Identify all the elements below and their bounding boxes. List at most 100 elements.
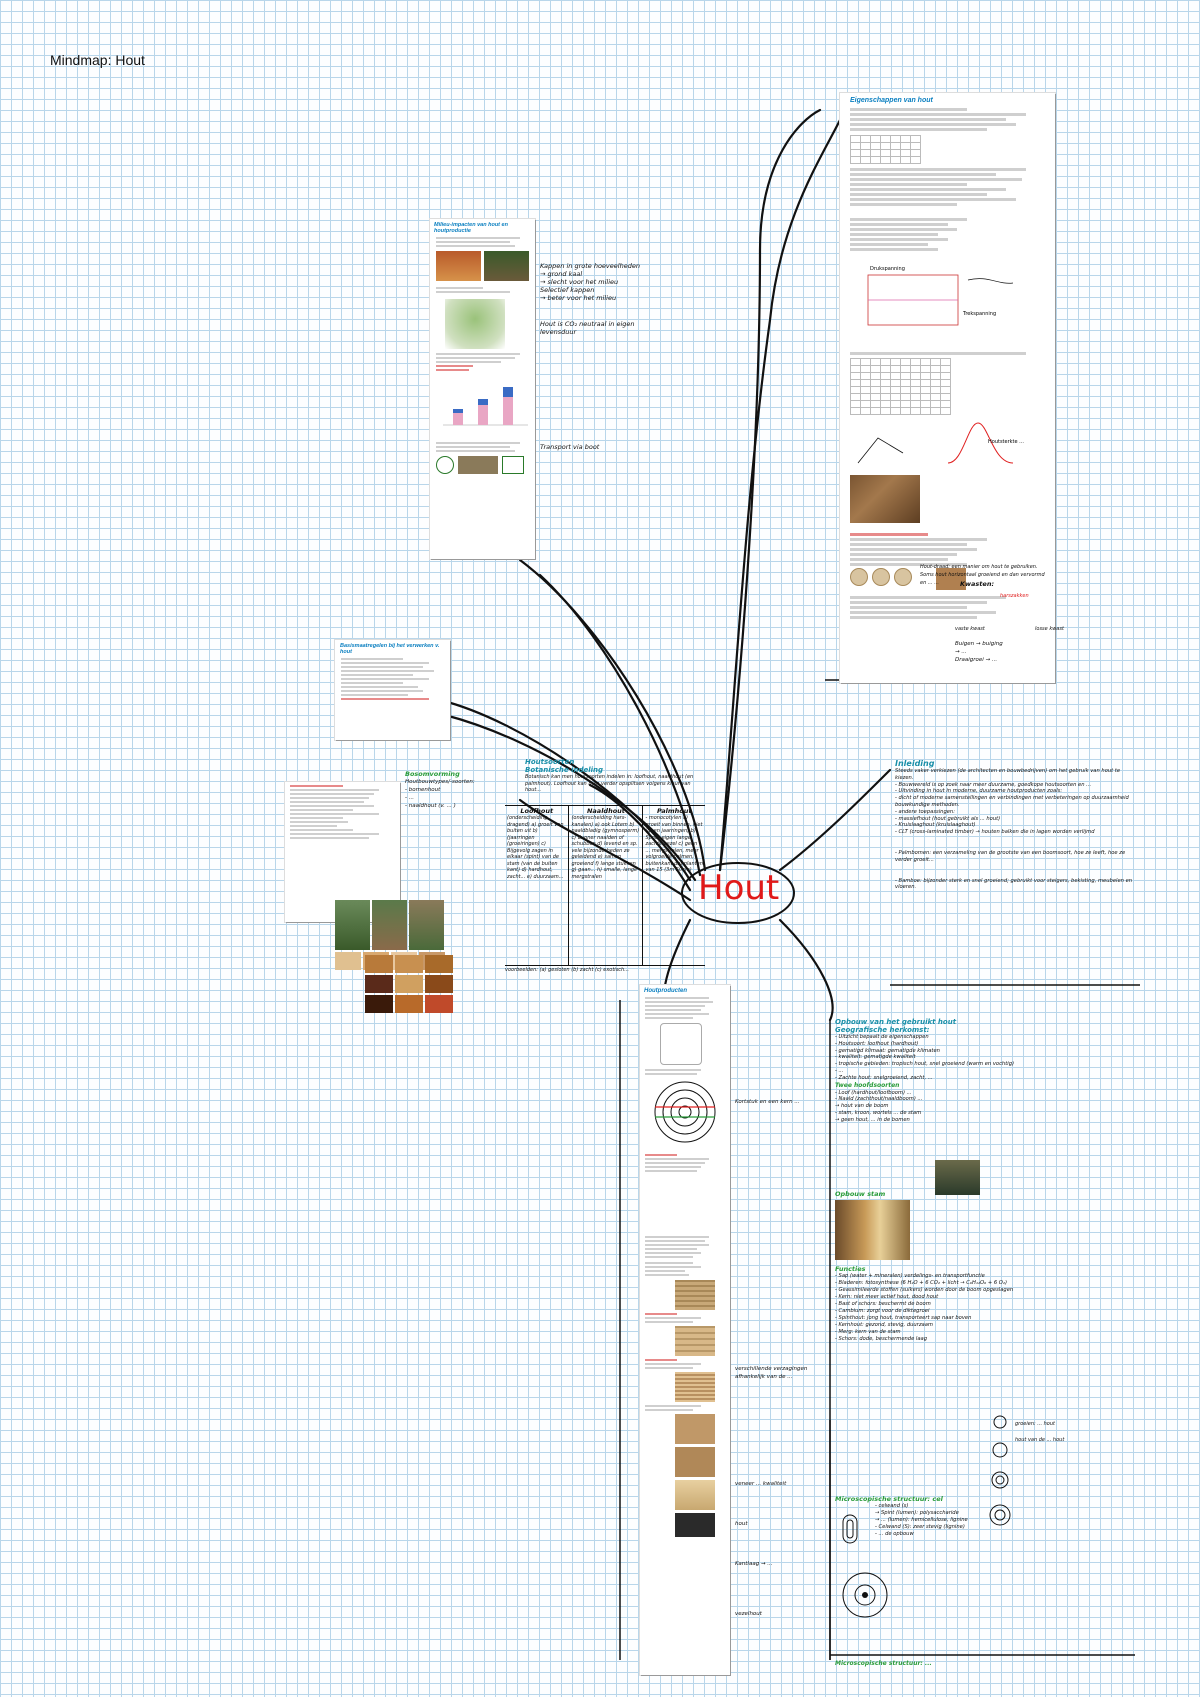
fiberboard-sketch <box>675 1480 715 1510</box>
eigenschappen-mini-table <box>850 135 921 164</box>
inleiding-note-1: Steeds vaker verkiezen (de architecten e… <box>895 768 1121 781</box>
milieu-note-7: Transport via boot <box>540 443 600 451</box>
opbouw-type-5: → geen hout, ... in de bomen <box>835 1116 910 1123</box>
drukspanning-label: Drukspanning <box>870 266 905 272</box>
col-naaldhout-text: (onderscheiding hars-kanalen) a) ook Lot… <box>571 815 640 880</box>
mdf-sketch <box>675 1414 715 1444</box>
kwasten-label-vast: vaste kwast <box>955 626 985 632</box>
page-title: Mindmap: Hout <box>50 52 145 68</box>
kwasten-label: Kwasten: <box>960 580 995 588</box>
milieu-note-3: → slecht voor het milieu <box>540 278 619 286</box>
houtsoorten-table: Loofhout (onderscheiding dragend) a) gro… <box>505 805 705 966</box>
houtsoorten-heading: Houtsoorten <box>525 758 575 766</box>
center-label: Hout <box>698 868 780 908</box>
connector-inleiding <box>778 768 892 872</box>
wood-texture-photo <box>850 475 920 523</box>
opbouw-block: Opbouw van het gebruikt hout Geografisch… <box>835 1018 1135 1124</box>
milieu-note-6: Hout is CO₂ neutraal in eigen levensduur <box>540 320 635 336</box>
col-palmhout-title: Palmhout <box>656 807 692 815</box>
inleiding-note-2: - Bouwwereld is op zoek naar meer duurza… <box>895 781 1092 788</box>
connector-eigenschappen <box>718 108 822 872</box>
opbouw-note-1: - Uitzicht bepaalt de eigenschappen <box>835 1034 929 1040</box>
stam-cross-section-photo <box>835 1200 910 1260</box>
inleiding-note-9: - Palmbomen: een verzameling van de groo… <box>895 849 1126 863</box>
functie-note-6: - Cambium: zorgt voor de diktegroei <box>835 1308 930 1314</box>
tree-photo <box>935 1160 980 1195</box>
ring-side-note-1: groeien: ... hout <box>1015 1421 1055 1427</box>
connector-basis <box>438 698 692 882</box>
ring-side-note-2: hout van de ... hout <box>1015 1437 1065 1443</box>
log-sketch <box>660 1023 702 1065</box>
micro-note-2: → Spint (lumen): polysaccharide <box>875 1510 959 1516</box>
milieu-note-4: Selectief kappen <box>540 286 595 294</box>
basis-panel: Basismaatregelen bij het verwerken v. ho… <box>335 640 450 740</box>
hardboard-sketch <box>675 1447 715 1477</box>
micro-note-3: → ... (lumen): hemicellulose, lignine <box>875 1517 968 1523</box>
micro-note-1: - celwand (s) <box>875 1503 909 1509</box>
dark-board-sketch <box>675 1513 715 1537</box>
inleiding-note-5: - andere toepassingen: <box>895 808 955 815</box>
houtproducten-note-5: Kantlaag → ... <box>735 1561 773 1567</box>
opbouw-note-6: - ... <box>835 1067 844 1074</box>
eigenschappen-text-block <box>850 108 1045 251</box>
buigen-note-3: Draaigroei → ... <box>955 657 998 663</box>
functie-note-4: - Kern: niet meer actief hout, dood hout <box>835 1294 939 1300</box>
col-palmhout: Palmhout - monocotylen a) groeit van bin… <box>643 806 705 966</box>
opbouw-type-2: - Naald (zachthout/naaldboom) ... <box>835 1096 923 1103</box>
houtdraad-note: Hout-draad: een manier om hout te gebrui… <box>920 564 1045 586</box>
kwasten-label-red: harszakken <box>1000 593 1029 599</box>
knot-photos <box>850 568 1045 590</box>
bosomvorming-notes: Bosomvorming Houtbouwtypes/-soorten: - b… <box>405 770 485 810</box>
micro-note-5: - ... de opbouw <box>875 1531 914 1537</box>
col-palmhout-text: - monocotylen a) groeit van binnen, niet… <box>645 815 703 873</box>
bosomvorming-heading: Bosomvorming <box>405 770 460 778</box>
connector-houtsoorten <box>588 783 692 892</box>
functie-note-5: - Bast of schors: beschermt de boom <box>835 1301 931 1307</box>
functie-note-8: - Kernhout: gezond, stevig, duurzaam <box>835 1322 933 1328</box>
ring-side-notes: groeien: ... hout hout van de ... hout <box>1015 1420 1135 1444</box>
functie-note-3: - Geassimileerde stoffen (suikers) worde… <box>835 1287 1014 1293</box>
stress-diagram: Drukspanning Trekspanning <box>867 266 1014 326</box>
opbouw-note-4: - kwaliteit: gematigde kwaliteit <box>835 1054 916 1061</box>
micro-block: Microscopische structuur: cel - celwand … <box>835 1495 1135 1538</box>
basis-heading: Basismaatregelen bij het verwerken v. ho… <box>340 643 440 655</box>
laminated-sketch <box>675 1326 715 1356</box>
col-loofhout: Loofhout (onderscheiding dragend) a) gro… <box>505 806 570 966</box>
cell-sketches <box>842 1514 888 1618</box>
inleiding-block: Inleiding Steeds vaker verkiezen (de arc… <box>895 760 1140 891</box>
houtsoorten-subheading: Botanische indeling <box>525 766 604 774</box>
bosomvorming-line-2: - bomenhout <box>405 787 441 793</box>
ring-sketches <box>989 1415 1011 1526</box>
center-bubble <box>681 862 795 924</box>
inleiding-note-6: - massiefhout (hout gebruikt als ... hou… <box>895 815 1001 822</box>
opbouw-stam-heading: Opbouw stam <box>835 1190 886 1198</box>
houtsoorten-block: Houtsoorten Botanische indeling Botanisc… <box>525 758 700 794</box>
houtproducten-note-2: verschillende verzagingen afhankelijk va… <box>735 1366 808 1380</box>
functie-note-1: - Sap (water + mineralen) verdelings- en… <box>835 1273 985 1279</box>
bosomvorming-line-4: - naaldhout (v. ... ) <box>405 803 456 809</box>
plywood-sketch <box>675 1280 715 1310</box>
houtproducten-heading: Houtproducten <box>644 988 687 994</box>
opbouw-note-3: - gematigd klimaat: gematigde klimaten <box>835 1047 940 1054</box>
trekspanning-label: Trekspanning <box>962 311 996 317</box>
bosomvorming-line-1: Houtbouwtypes/-soorten: <box>405 779 475 785</box>
milieu-note-1: Kappen in grote hoeveelheden <box>540 262 640 270</box>
col-loofhout-text: (onderscheiding dragend) a) groeit van b… <box>507 815 564 880</box>
opbouw-note-5: - tropische gebieden: tropisch hout, sne… <box>835 1061 1015 1068</box>
col-naaldhout-title: Naaldhout <box>586 807 625 815</box>
bosomvorming-line-3: - ... <box>405 795 414 801</box>
sterkte-table <box>850 358 951 415</box>
micro-footer: Microscopische structuur: ... <box>835 1660 932 1667</box>
kwasten-label-los: losse kwast <box>1035 626 1064 632</box>
eigenschappen-heading: Eigenschappen van hout <box>850 97 933 104</box>
tree-diagram <box>445 299 505 349</box>
transport-bar-chart <box>443 387 528 426</box>
opbouw-type-3: → hout van de boom <box>835 1103 889 1110</box>
houtproducten-panel: Houtproducten <box>640 985 730 1675</box>
osb-sketch <box>675 1372 715 1402</box>
opbouw-note-2: - Houtsoort: loofhout (hardhout) <box>835 1040 919 1047</box>
buigen-note-2: → ... <box>955 649 967 655</box>
houtproducten-note-3: veneer ... kwaliteit <box>735 1481 787 1487</box>
connector-opbouw <box>778 918 834 1022</box>
micro-note-4: - Celwand (S): zeer stevig (lignine) <box>875 1524 965 1530</box>
